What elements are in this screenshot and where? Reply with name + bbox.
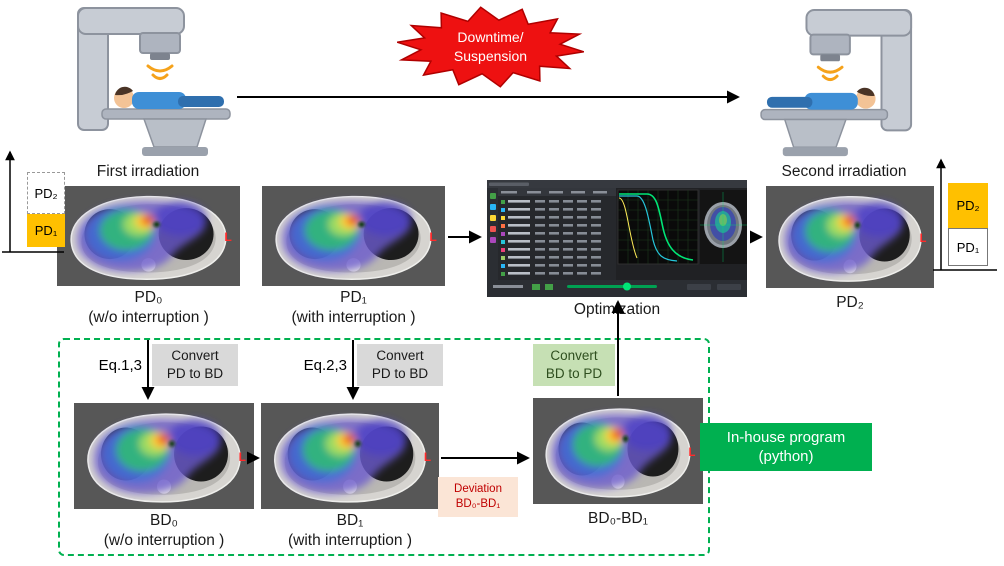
pd2-dose-image: L	[766, 186, 934, 288]
bd01-label: BD₀-BD₁	[588, 510, 648, 527]
bd0-label: BD₀ (w/o interruption )	[103, 512, 225, 550]
first-irradiation-label: First irradiation	[96, 163, 200, 180]
pd1-label: PD₁ (with interruption )	[291, 289, 416, 327]
eq13-label: Eq.1,3	[98, 357, 142, 374]
linac-illustration	[760, 8, 913, 157]
patient-body	[804, 92, 858, 110]
bd0-dose-image: L	[74, 403, 254, 509]
convert-pd-bd-box-2: Convert PD to BD	[357, 344, 443, 386]
bd1-dose-image: L	[261, 403, 439, 509]
linac-illustration	[77, 7, 231, 156]
ct-dose-image: L	[261, 403, 439, 509]
orientation-marker: L	[424, 450, 431, 464]
right-scale-pd1-box: PD₁	[948, 228, 988, 266]
convert-bd-pd-box: Convert BD to PD	[533, 344, 615, 386]
orientation-marker: L	[429, 230, 436, 244]
eq23-label: Eq.2,3	[303, 357, 347, 374]
orientation-marker: L	[689, 446, 696, 459]
right-scale-pd2-box: PD₂	[948, 183, 988, 228]
orientation-marker: L	[920, 233, 927, 245]
pd0-dose-image: L	[57, 186, 240, 286]
bd01-difference-image: L	[533, 398, 703, 504]
pd0-label: PD₀ (w/o interruption )	[88, 289, 209, 327]
pd2-label: PD₂	[836, 294, 864, 311]
orientation-marker: L	[224, 230, 231, 244]
inhouse-program-box: In-house program (python)	[700, 423, 872, 471]
ct-dose-image: L	[533, 398, 703, 504]
downtime-label: Downtime/ Suspension	[453, 29, 528, 64]
beam-waves-icon	[816, 65, 844, 74]
pd1-dose-image: L	[262, 186, 445, 286]
orientation-marker: L	[239, 450, 247, 464]
second-irradiation-label: Second irradiation	[781, 163, 907, 180]
left-scale-pd1-box: PD₁	[27, 214, 65, 247]
left-scale-pd2-box: PD₂	[27, 172, 65, 214]
ct-dose-image: L	[766, 186, 934, 288]
first-linac-illustration	[58, 6, 238, 161]
deviation-box: Deviation BD₀-BD₁	[438, 477, 518, 517]
downtime-badge: Downtime/ Suspension	[393, 4, 588, 90]
optimization-label: Optimization	[573, 301, 661, 318]
ct-dose-image: L	[74, 403, 254, 509]
optimization-screenshot	[487, 180, 747, 297]
bd1-label: BD₁ (with interruption )	[287, 512, 413, 550]
downtime-starburst-shape	[396, 6, 585, 88]
ct-dose-image: L	[57, 186, 240, 286]
convert-pd-bd-box-1: Convert PD to BD	[152, 344, 238, 386]
patient-body	[132, 92, 186, 109]
ct-dose-image: L	[262, 186, 445, 286]
beam-waves-icon	[146, 64, 174, 73]
second-linac-illustration	[752, 8, 932, 161]
